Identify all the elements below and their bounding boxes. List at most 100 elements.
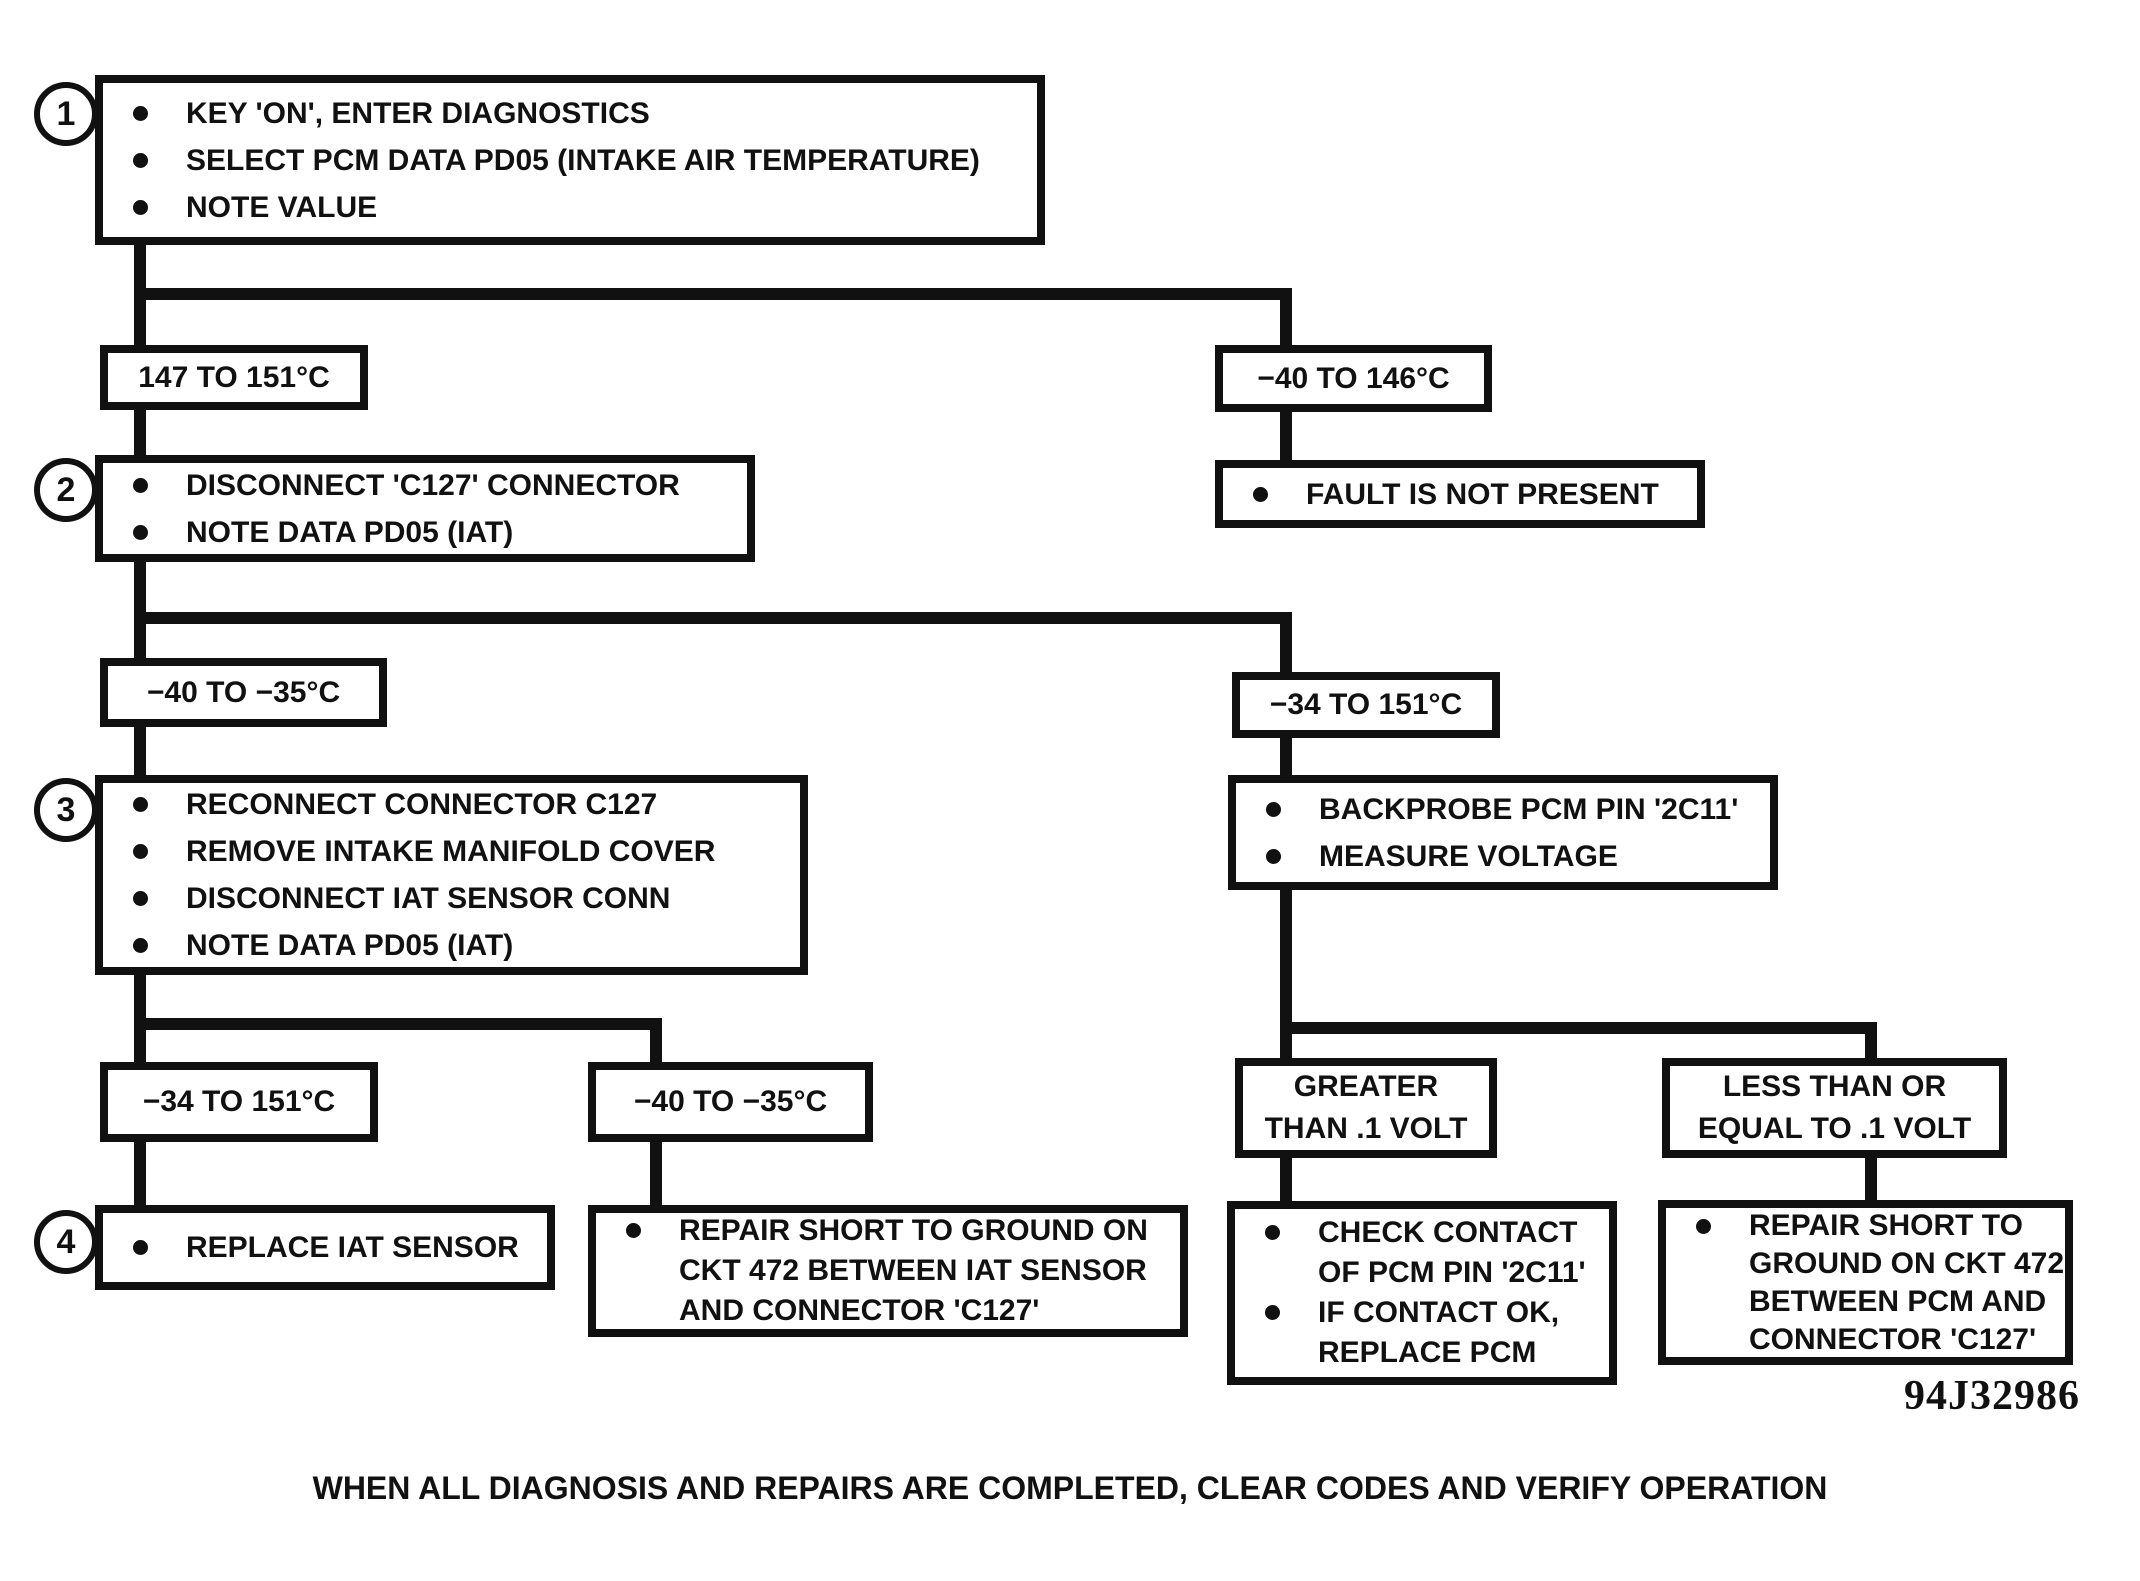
step3-bullet-text: REMOVE INTAKE MANIFOLD COVER: [186, 835, 716, 868]
repair-pcm-line: CONNECTOR 'C127': [1749, 1322, 2037, 1356]
step3-bullet-row: NOTE DATA PD05 (IAT): [117, 922, 786, 969]
check-contact-lines: IF CONTACT OK, REPLACE PCM: [1318, 1293, 1559, 1373]
step3-bullet-row: REMOVE INTAKE MANIFOLD COVER: [117, 828, 786, 875]
bullet-icon: [133, 891, 148, 906]
connector-label147-to-step2: [134, 405, 146, 461]
check-contact-line: OF PCM PIN '2C11': [1318, 1256, 1586, 1289]
bullet-icon: [1696, 1218, 1711, 1234]
repair-iat-lines: REPAIR SHORT TO GROUND ON CKT 472 BETWEE…: [679, 1211, 1148, 1331]
check-contact-lines: CHECK CONTACT OF PCM PIN '2C11': [1318, 1213, 1586, 1293]
bullet-icon: [133, 152, 148, 168]
label-minus40-to-minus35-upper: −40 TO −35°C: [100, 658, 387, 727]
label-minus40-to-146: −40 TO 146°C: [1215, 345, 1492, 412]
check-contact-line: IF CONTACT OK,: [1318, 1296, 1560, 1329]
figure-code: 94J32986: [1904, 1373, 2080, 1419]
bullet-icon: [133, 477, 148, 493]
backprobe-bullet-text: MEASURE VOLTAGE: [1319, 839, 1618, 873]
repair-short-iat-box: REPAIR SHORT TO GROUND ON CKT 472 BETWEE…: [588, 1205, 1188, 1337]
replace-iat-sensor-box: REPLACE IAT SENSOR: [95, 1205, 555, 1290]
connector-branch1-horizontal: [134, 288, 1292, 300]
connector-branch4-horizontal: [1280, 1022, 1877, 1034]
check-contact-line: CHECK CONTACT: [1318, 1216, 1578, 1249]
bullet-icon: [133, 797, 148, 812]
repair-pcm-line: BETWEEN PCM AND: [1749, 1284, 2047, 1318]
backprobe-box: BACKPROBE PCM PIN '2C11' MEASURE VOLTAGE: [1228, 775, 1778, 890]
step4-number-badge: 4: [34, 1210, 98, 1274]
footer-note: WHEN ALL DIAGNOSIS AND REPAIRS ARE COMPL…: [312, 1470, 1828, 1506]
connector-label4035b-to-repair: [650, 1136, 662, 1212]
step1-bullet-row: KEY 'ON', ENTER DIAGNOSTICS: [117, 90, 1023, 137]
step3-bullet-row: DISCONNECT IAT SENSOR CONN: [117, 875, 786, 922]
connector-backprobe-down: [1280, 882, 1292, 1066]
greater-line: THAN .1 VOLT: [1264, 1112, 1468, 1145]
bullet-icon: [1265, 1305, 1280, 1320]
less-than-equal-volt-box: LESS THAN OR EQUAL TO .1 VOLT: [1662, 1058, 2007, 1158]
connector-label4035a-to-step3: [134, 720, 146, 782]
step1-bullet-text: KEY 'ON', ENTER DIAGNOSTICS: [186, 96, 650, 130]
connector-branch2-right-down: [1280, 612, 1292, 680]
repair-short-pcm-box: REPAIR SHORT TO GROUND ON CKT 472 BETWEE…: [1658, 1200, 2073, 1365]
label-minus34-to-151-lower: −34 TO 151°C: [100, 1062, 378, 1142]
backprobe-bullet-row: BACKPROBE PCM PIN '2C11': [1250, 786, 1756, 833]
step3-box: RECONNECT CONNECTOR C127 REMOVE INTAKE M…: [95, 775, 808, 975]
backprobe-bullet-row: MEASURE VOLTAGE: [1250, 833, 1756, 880]
repair-pcm-line: REPAIR SHORT TO: [1749, 1208, 2023, 1242]
bullet-icon: [133, 199, 148, 215]
step2-bullet-text: DISCONNECT 'C127' CONNECTOR: [186, 468, 680, 502]
bullet-icon: [1265, 1225, 1280, 1240]
step3-bullet-text: NOTE DATA PD05 (IAT): [186, 929, 514, 962]
check-contact-box: CHECK CONTACT OF PCM PIN '2C11' IF CONTA…: [1227, 1201, 1617, 1385]
fault-bullet-row: FAULT IS NOT PRESENT: [1237, 471, 1683, 518]
connector-less-to-repairpcm: [1865, 1150, 1877, 1206]
step2-bullet-row: NOTE DATA PD05 (IAT): [117, 509, 733, 556]
step2-bullet-text: NOTE DATA PD05 (IAT): [186, 515, 514, 549]
connector-branch1-right-down: [1280, 288, 1292, 350]
bullet-icon: [1266, 848, 1281, 864]
connector-step2-down: [134, 556, 146, 664]
check-contact-bullet-row: IF CONTACT OK, REPLACE PCM: [1249, 1293, 1595, 1373]
connector-greater-to-check: [1280, 1150, 1292, 1208]
step3-bullet-text: RECONNECT CONNECTOR C127: [186, 788, 658, 821]
connector-label34151b-to-step4: [134, 1136, 146, 1212]
label-147-to-151: 147 TO 151°C: [100, 345, 368, 410]
bullet-icon: [133, 1240, 148, 1255]
step1-bullet-row: NOTE VALUE: [117, 184, 1023, 231]
bullet-icon: [133, 938, 148, 953]
check-contact-bullet-row: CHECK CONTACT OF PCM PIN '2C11': [1249, 1213, 1595, 1293]
step3-bullet-row: RECONNECT CONNECTOR C127: [117, 781, 786, 828]
step3-number-badge: 3: [34, 778, 98, 842]
step4-bullet-row: REPLACE IAT SENSOR: [117, 1224, 533, 1271]
fault-bullet-text: FAULT IS NOT PRESENT: [1306, 477, 1659, 511]
step1-bullet-text: SELECT PCM DATA PD05 (INTAKE AIR TEMPERA…: [186, 143, 980, 177]
repair-iat-bullet-row: REPAIR SHORT TO GROUND ON CKT 472 BETWEE…: [610, 1211, 1166, 1331]
label-minus34-to-151-upper: −34 TO 151°C: [1232, 672, 1500, 738]
step1-bullet-text: NOTE VALUE: [186, 190, 378, 224]
fault-not-present-box: FAULT IS NOT PRESENT: [1215, 460, 1705, 528]
greater-than-volt-box: GREATER THAN .1 VOLT: [1235, 1058, 1497, 1158]
step4-bullet-text: REPLACE IAT SENSOR: [186, 1231, 519, 1264]
step2-box: DISCONNECT 'C127' CONNECTOR NOTE DATA PD…: [95, 455, 755, 562]
repair-pcm-line: GROUND ON CKT 472: [1749, 1246, 2065, 1280]
bullet-icon: [133, 105, 148, 121]
less-line: LESS THAN OR: [1722, 1070, 1947, 1103]
step1-box: KEY 'ON', ENTER DIAGNOSTICS SELECT PCM D…: [95, 75, 1045, 245]
repair-iat-line: REPAIR SHORT TO GROUND ON: [679, 1214, 1148, 1247]
step2-number-badge: 2: [34, 458, 98, 522]
connector-branch4-right-down: [1865, 1022, 1877, 1066]
bullet-icon: [133, 844, 148, 859]
bullet-icon: [133, 524, 148, 540]
repair-iat-line: AND CONNECTOR 'C127': [679, 1294, 1040, 1327]
connector-branch3-right-down: [650, 1018, 662, 1070]
bullet-icon: [626, 1223, 641, 1238]
check-contact-line: REPLACE PCM: [1318, 1336, 1537, 1369]
backprobe-bullet-text: BACKPROBE PCM PIN '2C11': [1319, 792, 1739, 826]
repair-iat-line: CKT 472 BETWEEN IAT SENSOR: [679, 1254, 1147, 1287]
connector-label34151a-to-backprobe: [1280, 730, 1292, 782]
bullet-icon: [1253, 486, 1268, 502]
repair-pcm-lines: REPAIR SHORT TO GROUND ON CKT 472 BETWEE…: [1749, 1207, 2064, 1359]
step1-bullet-row: SELECT PCM DATA PD05 (INTAKE AIR TEMPERA…: [117, 137, 1023, 184]
connector-branch2-horizontal: [134, 612, 1292, 624]
step2-bullet-row: DISCONNECT 'C127' CONNECTOR: [117, 462, 733, 509]
step3-bullet-text: DISCONNECT IAT SENSOR CONN: [186, 882, 671, 915]
